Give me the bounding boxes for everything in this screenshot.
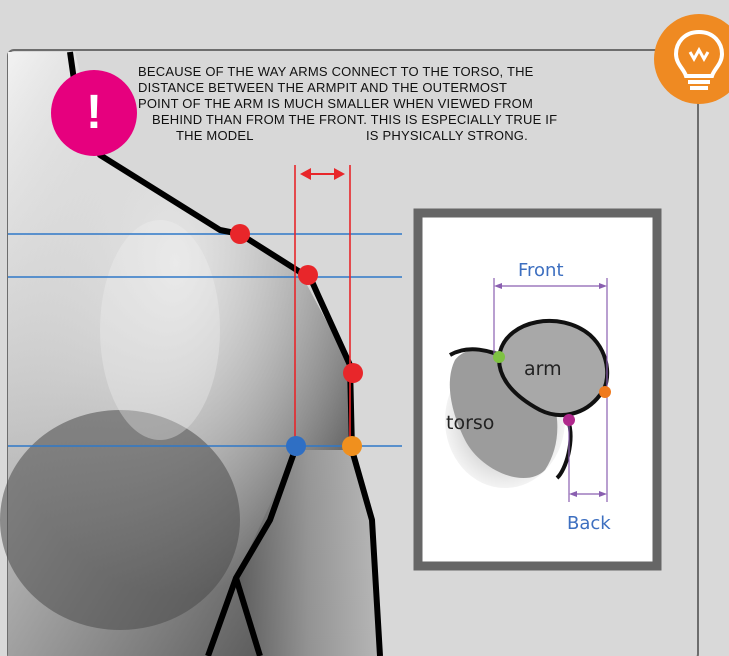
explanation-caption: BECAUSE OF THE WAY ARMS CONNECT TO THE T…: [138, 64, 498, 144]
inset-back-label: Back: [567, 513, 611, 534]
inset-back-point: [563, 414, 575, 426]
inset-front-point: [493, 351, 505, 363]
caption-line-5a: THE MODEL: [176, 128, 254, 144]
inset-outer-point: [599, 386, 611, 398]
inset-front-label: Front: [518, 260, 564, 281]
inset-arm-label: arm: [524, 358, 562, 380]
armpit-point: [286, 436, 306, 456]
caption-line-5b: IS PHYSICALLY STRONG.: [366, 128, 528, 144]
exclamation-icon: !: [51, 70, 137, 156]
lightbulb-icon: [654, 14, 729, 104]
shoulder-point: [230, 224, 250, 244]
arm-outermost-point: [342, 436, 362, 456]
caption-line-3: POINT OF THE ARM IS MUCH SMALLER WHEN VI…: [138, 96, 498, 112]
shoulder-lower-point: [298, 265, 318, 285]
arm-outer-point: [343, 363, 363, 383]
caption-line-2: DISTANCE BETWEEN THE ARMPIT AND THE OUTE…: [138, 80, 498, 96]
inset-torso-label: torso: [446, 412, 494, 434]
caption-line-4: BEHIND THAN FROM THE FRONT. THIS IS ESPE…: [138, 112, 498, 128]
caption-line-1: BECAUSE OF THE WAY ARMS CONNECT TO THE T…: [138, 64, 498, 80]
